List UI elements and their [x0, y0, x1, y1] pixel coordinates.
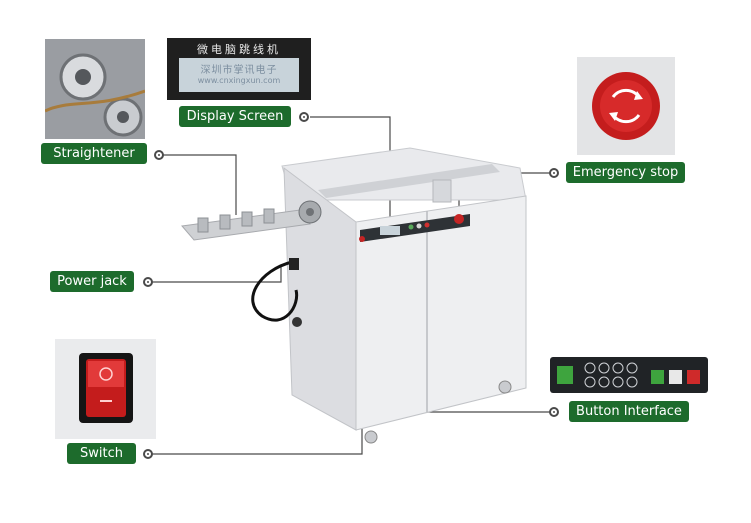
- pin-display-screen: [299, 112, 309, 122]
- lcd-line-2: www.cnxingxun.com: [197, 76, 281, 85]
- label-emergency-stop: Emergency stop: [566, 162, 685, 183]
- pin-button-interface: [549, 407, 559, 417]
- switch-photo: [55, 339, 156, 439]
- label-power-jack: Power jack: [50, 271, 134, 292]
- straightener-photo: [45, 39, 145, 139]
- label-straightener: Straightener: [41, 143, 147, 164]
- label-display-screen: Display Screen: [179, 106, 291, 127]
- pin-emergency-stop: [549, 168, 559, 178]
- label-button-interface: Button Interface: [569, 401, 689, 422]
- lcd-line-1: 深圳市掌讯电子: [200, 65, 278, 76]
- button-interface-photo: [550, 357, 708, 393]
- pin-switch: [143, 449, 153, 459]
- leader-line-straightener: [163, 154, 237, 215]
- leader-line-power: [150, 266, 282, 283]
- emergency-stop-photo: [577, 57, 675, 155]
- lcd-header-text: 微电脑跳线机: [197, 43, 281, 56]
- lcd-screen: 深圳市掌讯电子 www.cnxingxun.com: [179, 58, 299, 92]
- label-switch: Switch: [67, 443, 136, 464]
- pin-power-jack: [143, 277, 153, 287]
- display-screen-photo: 微电脑跳线机 深圳市掌讯电子 www.cnxingxun.com: [167, 38, 311, 100]
- pin-straightener: [154, 150, 164, 160]
